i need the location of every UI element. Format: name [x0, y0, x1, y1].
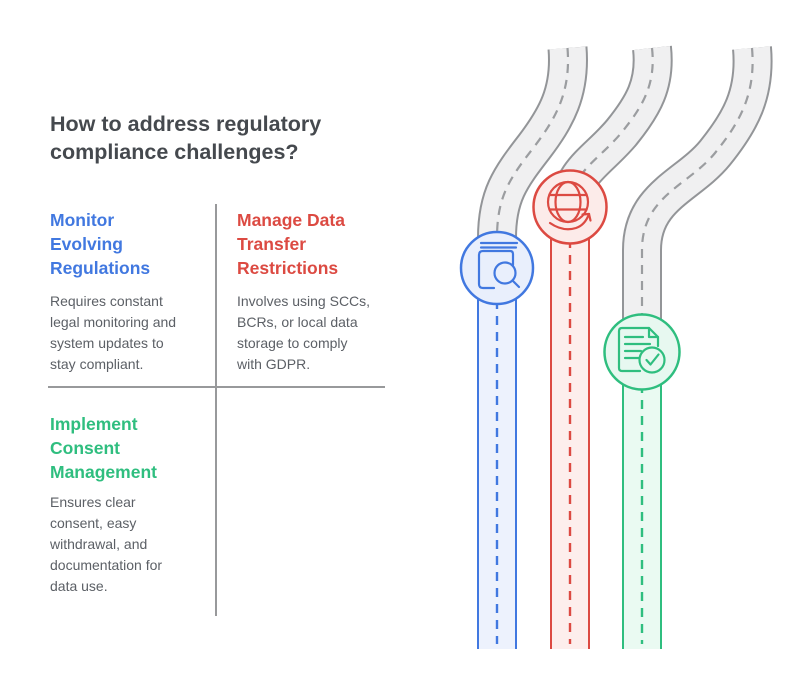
page-title: How to address regulatory compliance cha…: [50, 112, 322, 164]
heading-implement-consent-management: Implement Consent Management: [50, 414, 157, 482]
body-implement-consent-management: Ensures clear consent, easy withdrawal, …: [50, 494, 163, 594]
horizontal-divider: [48, 386, 385, 388]
document-check-icon: [617, 326, 666, 374]
road-gray-3: [622, 46, 773, 352]
milestone-red: [532, 169, 608, 245]
book-search-icon: [477, 241, 521, 290]
road-gray-1: [477, 46, 588, 268]
heading-monitor-evolving-regulations: Monitor Evolving Regulations: [50, 210, 151, 278]
milestone-blue: [459, 230, 535, 306]
heading-manage-data-transfer-restrictions: Manage Data Transfer Restrictions: [237, 210, 345, 278]
vertical-divider: [215, 204, 217, 616]
globe-arrow-icon: [546, 180, 592, 231]
body-monitor-evolving-regulations: Requires constant legal monitoring and s…: [50, 293, 177, 372]
body-manage-data-transfer-restrictions: Involves using SCCs, BCRs, or local data…: [237, 293, 371, 372]
milestone-green: [603, 313, 681, 391]
